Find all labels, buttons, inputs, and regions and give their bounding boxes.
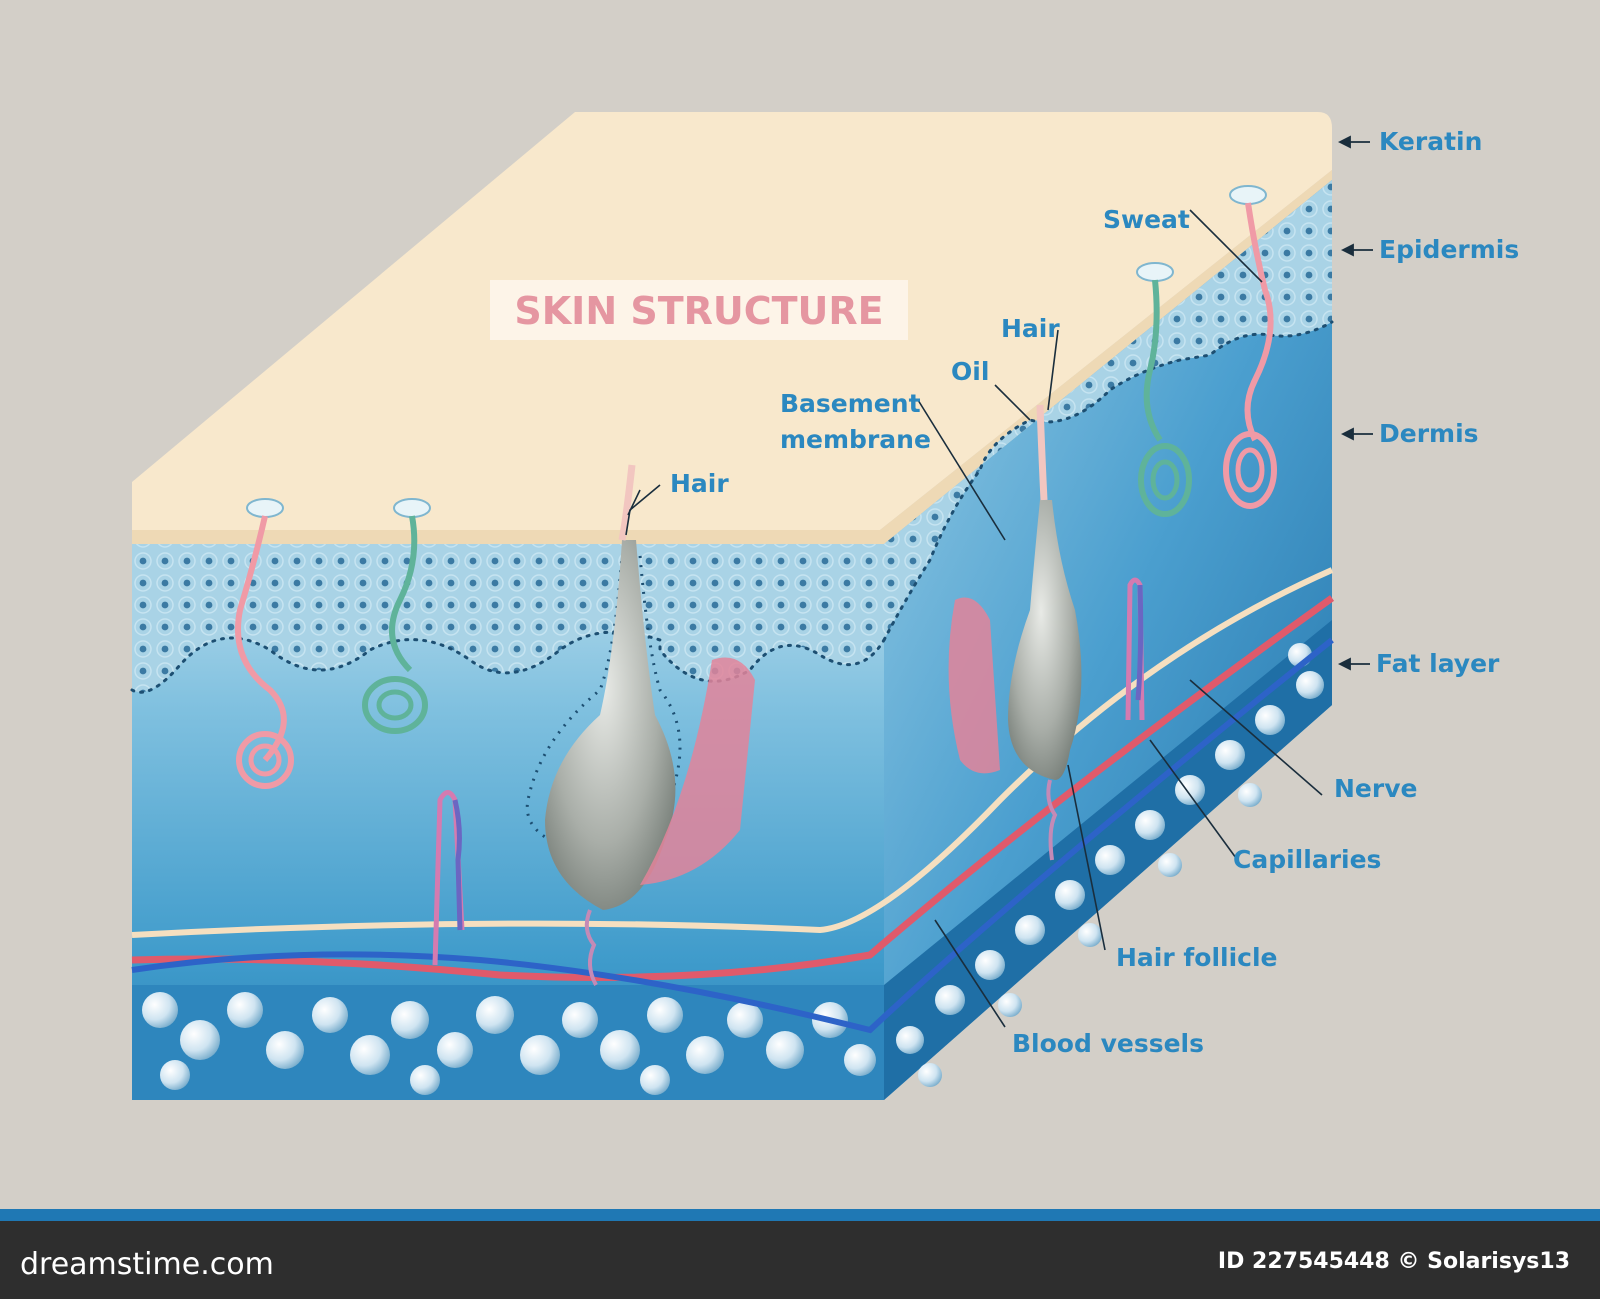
label-keratin: Keratin bbox=[1379, 127, 1482, 156]
label-epidermis: Epidermis bbox=[1379, 235, 1519, 264]
sweat-gland-pink bbox=[235, 498, 294, 789]
footer-image-id: ID 227545448 © Solarisys13 bbox=[1217, 1249, 1570, 1274]
label-dermis: Dermis bbox=[1379, 419, 1479, 448]
title-box bbox=[490, 280, 908, 340]
nerve-line bbox=[131, 567, 1334, 938]
label-blood-vessels: Blood vessels bbox=[1012, 1029, 1204, 1058]
side-arrows bbox=[1337, 135, 1373, 671]
footer-site-name: dreamstime.com bbox=[20, 1247, 274, 1282]
hair-follicle-left bbox=[525, 464, 755, 986]
pointer-lines bbox=[625, 209, 1323, 1028]
label-hair-right: Hair bbox=[1001, 314, 1060, 343]
vein-vessel bbox=[131, 637, 1334, 1034]
diagram-title: SKIN STRUCTURE bbox=[514, 289, 883, 333]
label-fat-layer: Fat layer bbox=[1376, 649, 1500, 678]
hair-follicle-right bbox=[948, 404, 1082, 861]
label-sweat: Sweat bbox=[1103, 205, 1190, 234]
artery-vessel bbox=[131, 595, 1335, 981]
label-hair-left: Hair bbox=[670, 469, 729, 498]
sweat-gland-green-left bbox=[362, 498, 431, 734]
footer-bar: dreamstime.com ID 227545448 © Solarisys1… bbox=[0, 1209, 1600, 1299]
basement-membrane-front bbox=[130, 630, 886, 694]
label-nerve: Nerve bbox=[1334, 774, 1417, 803]
label-basement-membrane-line2: membrane bbox=[780, 425, 931, 454]
footer-accent-band bbox=[0, 1209, 1600, 1221]
label-basement-membrane-line1: Basement bbox=[780, 389, 921, 418]
basement-membrane-side bbox=[882, 320, 1334, 642]
epidermis-front bbox=[132, 544, 884, 693]
label-capillaries: Capillaries bbox=[1233, 845, 1381, 874]
sweat-gland-green-right bbox=[1136, 262, 1192, 517]
label-hair-follicle: Hair follicle bbox=[1116, 943, 1278, 972]
sweat-gland-pink-right bbox=[1223, 185, 1277, 509]
epidermis-side bbox=[884, 180, 1332, 640]
fat-cells-side bbox=[896, 643, 1324, 1087]
label-oil: Oil bbox=[951, 357, 989, 386]
side-face-dermis bbox=[884, 180, 1332, 1100]
capillary-loops bbox=[432, 577, 1145, 966]
